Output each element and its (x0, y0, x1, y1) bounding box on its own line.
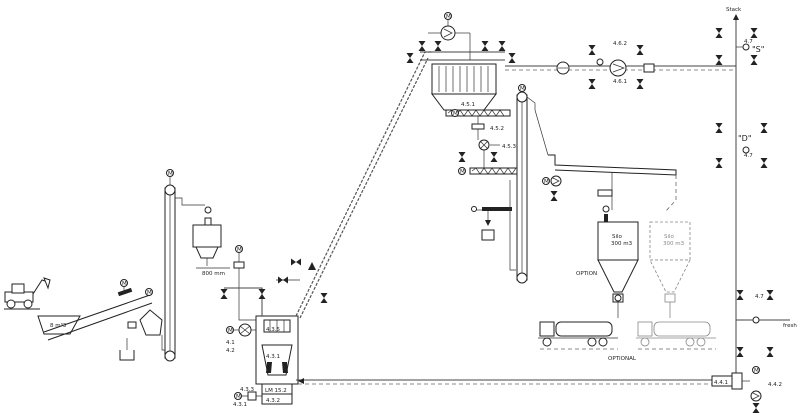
mill-inlet-branch (220, 258, 328, 316)
tanker-truck-1 (538, 321, 618, 350)
rotary-valve-screw: 4.5.3 M (458, 139, 521, 175)
tag-4-7-top: 4.7 (744, 39, 753, 45)
tag-4-5-2: 4.5.2 (490, 126, 504, 132)
svg-text:M: M (168, 171, 173, 177)
tag-4-1: 4.1 (226, 340, 235, 346)
motor-icon (120, 279, 128, 287)
air-slide: M (534, 109, 677, 213)
tag-4-5-1: 4.5.1 (461, 102, 475, 108)
mill-feed-line: M (233, 245, 262, 321)
silo-1-volume: 300 m3 (611, 241, 633, 247)
optional-label: OPTIONAL (608, 356, 637, 362)
return-gas-line: 4.4.1 M 4.4.2 (296, 366, 782, 413)
svg-text:M: M (446, 14, 451, 20)
option-label: OPTION (576, 271, 597, 277)
vertical-roller-mill: 4.3.5 4.3.1 LM 15.2 4.3.2 (255, 315, 299, 405)
svg-text:M: M (236, 394, 241, 400)
main-gas-line: 4.6.2 4.6.1 (505, 41, 736, 89)
fresh-label: fresh (783, 323, 797, 329)
s-mark: "S" (752, 45, 764, 54)
tag-4-3-5: 4.3.5 (266, 327, 280, 333)
tag-4-6-1: 4.6.1 (613, 79, 627, 85)
tag-4-2: 4.2 (226, 348, 235, 354)
tag-4-3-1: 4.3.1 (233, 402, 247, 408)
bucket-elevator-left: M (161, 169, 176, 362)
motor-icon (145, 288, 153, 296)
tag-4-4-1: 4.4.1 (714, 380, 728, 386)
svg-text:M: M (544, 179, 549, 185)
svg-text:M: M (460, 169, 465, 175)
tag-4-3-1-inner: 4.3.1 (266, 354, 280, 360)
wheel-loader (4, 277, 51, 310)
tag-4-7-low: 4.7 (755, 294, 764, 300)
tag-4-5-3: 4.5.3 (502, 144, 516, 150)
svg-text:M: M (147, 290, 152, 296)
motor-icon (518, 84, 526, 92)
d-mark: "D" (738, 134, 752, 143)
silo-1-name: Silo (612, 234, 623, 240)
intermediate-bin: 800 mm (175, 197, 230, 277)
motor-icon (234, 392, 242, 400)
silo-2-volume: 300 m3 (663, 241, 685, 247)
tag-4-6-2: 4.6.2 (613, 41, 627, 47)
motor-icon (752, 366, 760, 374)
tag-4-3-3: 4.3.3 (240, 387, 254, 393)
stack-label: Stack (726, 7, 742, 13)
hopper-volume-label: 8 m³3 (50, 322, 67, 329)
svg-text:M: M (237, 247, 242, 253)
tag-4-4-2: 4.4.2 (768, 382, 782, 388)
bucket-elevator-right: M (509, 84, 536, 284)
motor-icon (166, 169, 174, 177)
tanker-truck-2: OPTIONAL (608, 321, 716, 362)
silo-optional: Silo 300 m3 (649, 221, 691, 318)
duct-mill-to-filter-2 (299, 57, 429, 319)
mill-auxiliary-drives: M 4.1 4.2 4.3.3 M 4.3.1 (226, 323, 262, 408)
motor-icon (444, 12, 452, 20)
motor-icon (458, 167, 466, 175)
stack-line: Stack 4.7 "S" "D" 4.7 4.7 fresh (715, 7, 797, 378)
bin-size-label: 800 mm (202, 271, 225, 277)
motor-icon (226, 326, 234, 334)
svg-text:M: M (754, 368, 759, 374)
mill-model-label: LM 15.2 (265, 388, 287, 394)
svg-text:M: M (122, 281, 127, 287)
motor-icon (542, 177, 550, 185)
inclined-belt-conveyor: M M (43, 279, 153, 341)
tag-4-3-2: 4.3.2 (266, 398, 280, 404)
svg-text:M: M (520, 86, 525, 92)
sample-bin (471, 206, 512, 241)
feed-hopper: 8 m³3 (37, 315, 81, 335)
motor-icon (451, 109, 459, 117)
svg-text:M: M (453, 111, 458, 117)
svg-text:M: M (228, 328, 233, 334)
silo-primary: Silo 300 m3 OPTION (576, 205, 639, 318)
tag-4-7-mid: 4.7 (744, 153, 753, 159)
crusher (119, 309, 163, 361)
bag-filter: 4.5.1 M 4.5.2 (431, 63, 511, 140)
filter-top-fittings: M (406, 12, 516, 63)
silo-2-name: Silo (664, 234, 675, 240)
motor-icon (235, 245, 243, 253)
